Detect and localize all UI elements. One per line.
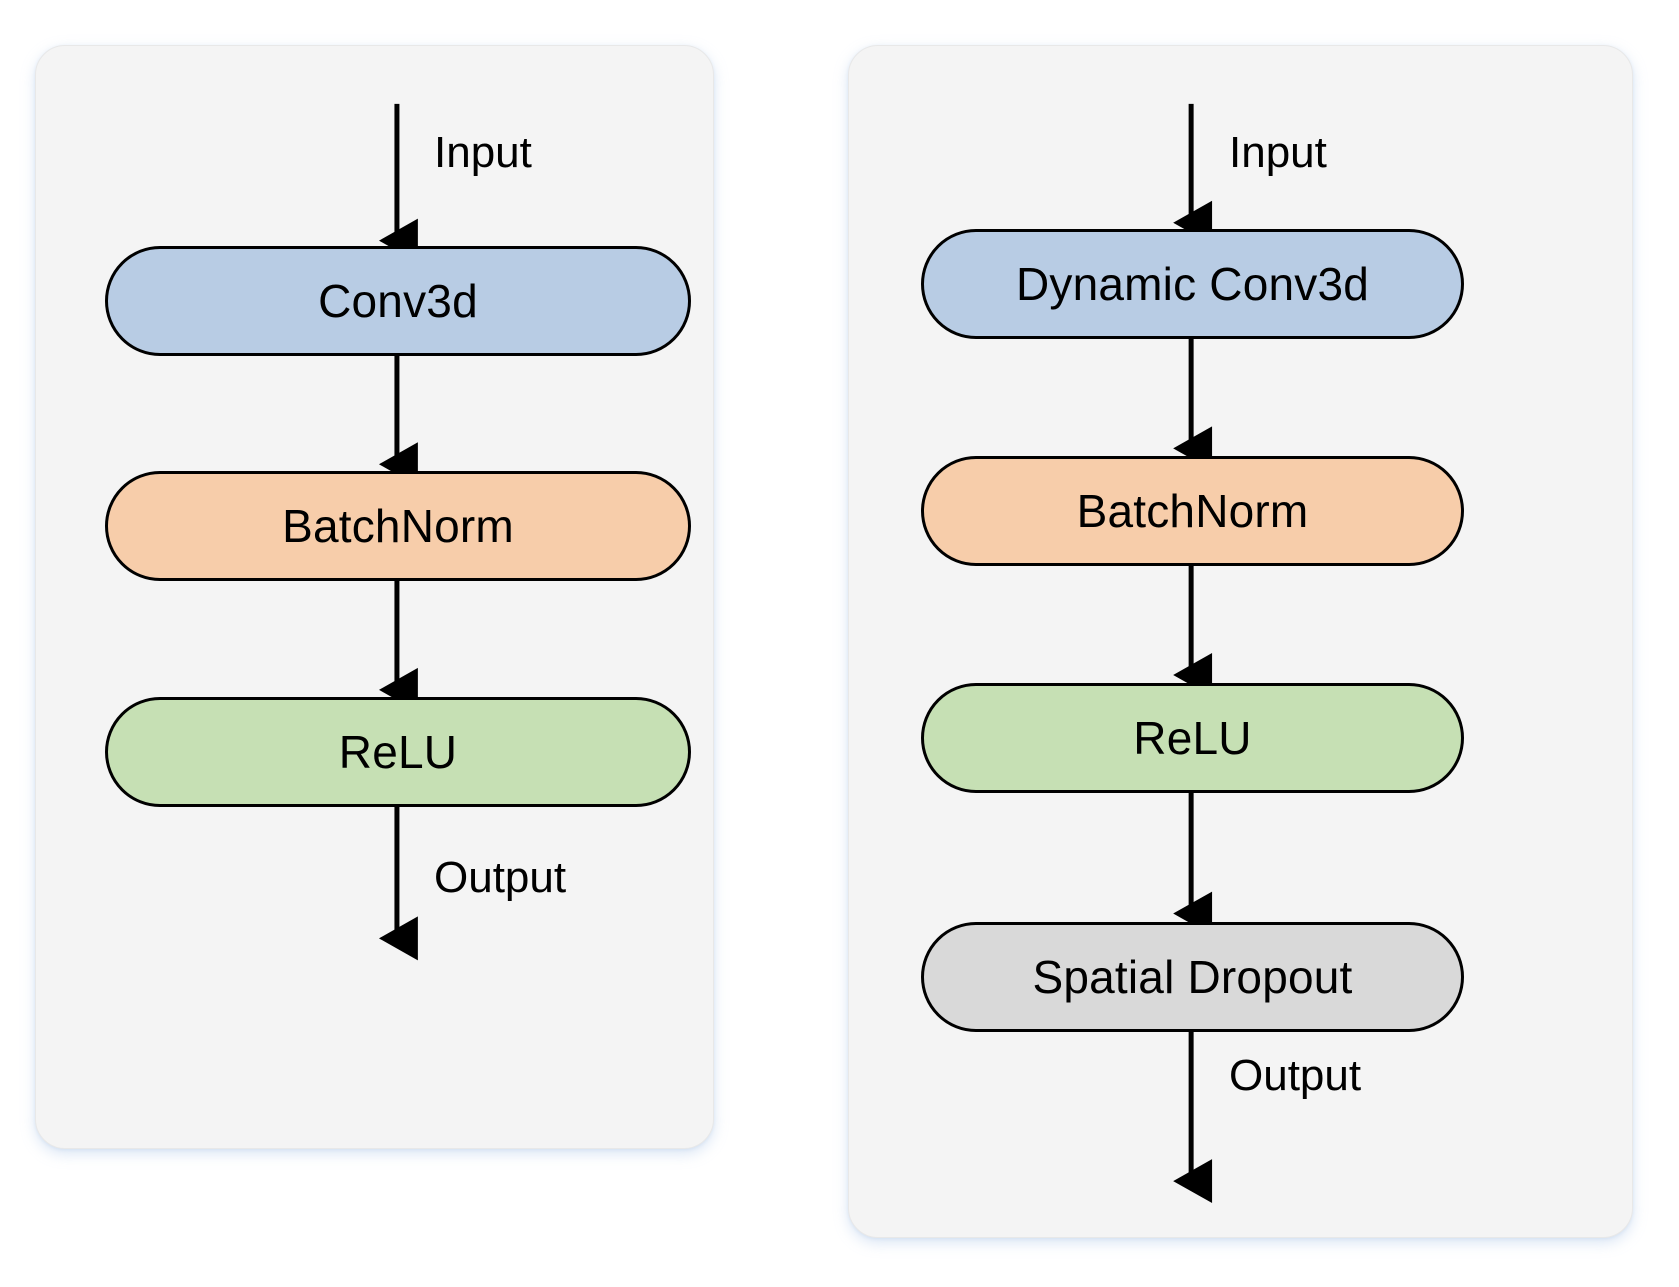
node-relu-label: ReLU xyxy=(338,726,458,778)
node-conv3d-label: Conv3d xyxy=(318,275,478,327)
panel-baseline-block: Input Conv3d BatchNorm ReLU Output xyxy=(35,45,714,1149)
node-batchnorm[interactable]: BatchNorm xyxy=(921,456,1464,566)
label-output: Output xyxy=(434,853,567,902)
node-relu[interactable]: ReLU xyxy=(921,683,1464,793)
left-panel-connectors xyxy=(378,103,418,961)
node-batchnorm-label: BatchNorm xyxy=(282,500,514,552)
node-relu[interactable]: ReLU xyxy=(105,697,691,807)
node-dynamic-conv3d[interactable]: Dynamic Conv3d xyxy=(921,229,1464,339)
right-panel-connectors xyxy=(1173,103,1213,1204)
label-input: Input xyxy=(434,128,532,177)
node-dynamic-conv3d-label: Dynamic Conv3d xyxy=(1015,258,1370,310)
node-batchnorm[interactable]: BatchNorm xyxy=(105,471,691,581)
panel-dynamic-block: Input Dynamic Conv3d BatchNorm ReLU Spat… xyxy=(848,45,1633,1238)
label-input: Input xyxy=(1229,128,1327,177)
node-conv3d[interactable]: Conv3d xyxy=(105,246,691,356)
node-batchnorm-label: BatchNorm xyxy=(1076,485,1309,537)
label-output: Output xyxy=(1229,1051,1362,1100)
node-relu-label: ReLU xyxy=(1133,712,1252,764)
node-spatial-dropout[interactable]: Spatial Dropout xyxy=(921,922,1464,1032)
node-spatial-dropout-label: Spatial Dropout xyxy=(1032,951,1353,1003)
